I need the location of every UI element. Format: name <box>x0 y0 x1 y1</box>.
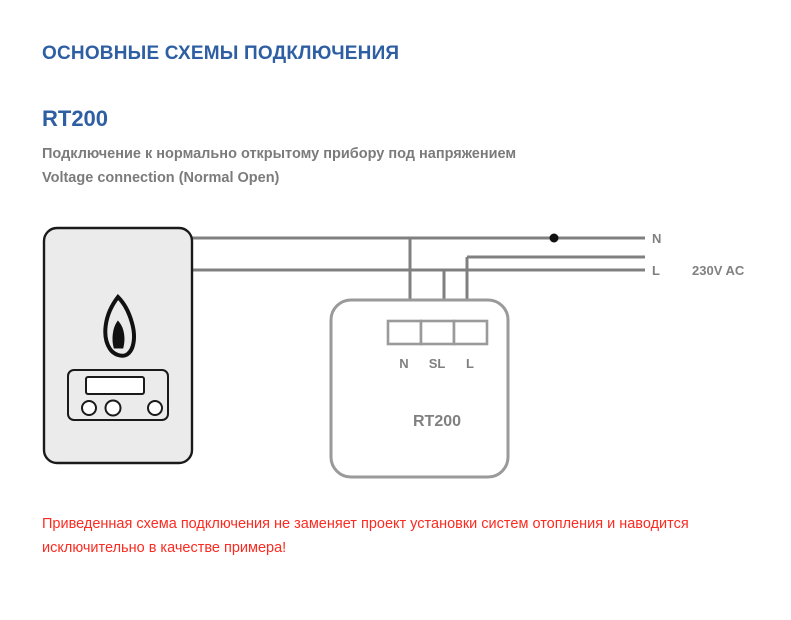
terminal-label-l: L <box>466 356 474 371</box>
disclaimer-line-1: Приведенная схема подключения не заменяе… <box>42 516 689 532</box>
gas-boiler <box>42 226 194 465</box>
wire-group <box>190 236 645 325</box>
boiler-control-panel <box>67 369 169 421</box>
terminal-label-n: N <box>399 356 408 371</box>
terminal-n <box>386 319 423 346</box>
rail-label-l: L <box>652 263 660 278</box>
boiler-button-2 <box>104 399 122 417</box>
model-title: RT200 <box>42 106 109 132</box>
wiring-diagram: N SL L RT200 N L 230V AC <box>42 226 745 479</box>
wire-junction-dot <box>549 233 559 243</box>
page-title: ОСНОВНЫЕ СХЕМЫ ПОДКЛЮЧЕНИЯ <box>42 42 400 64</box>
terminal-sl <box>419 319 456 346</box>
rt200-device-label: RT200 <box>413 413 461 430</box>
terminal-block <box>386 319 489 346</box>
rail-label-n: N <box>652 231 661 246</box>
disclaimer-line-2: исключительно в качестве примера! <box>42 540 287 556</box>
description-english: Voltage connection (Normal Open) <box>42 170 280 186</box>
rt200-device: N SL L RT200 <box>329 298 510 479</box>
description-russian: Подключение к нормально открытому прибор… <box>42 146 517 162</box>
boiler-button-1 <box>81 400 97 416</box>
boiler-display <box>85 376 145 395</box>
flame-icon <box>103 293 136 358</box>
terminal-label-sl: SL <box>429 356 446 371</box>
boiler-button-3 <box>147 400 163 416</box>
supply-voltage-label: 230V AC <box>692 263 745 278</box>
terminal-l <box>452 319 489 346</box>
